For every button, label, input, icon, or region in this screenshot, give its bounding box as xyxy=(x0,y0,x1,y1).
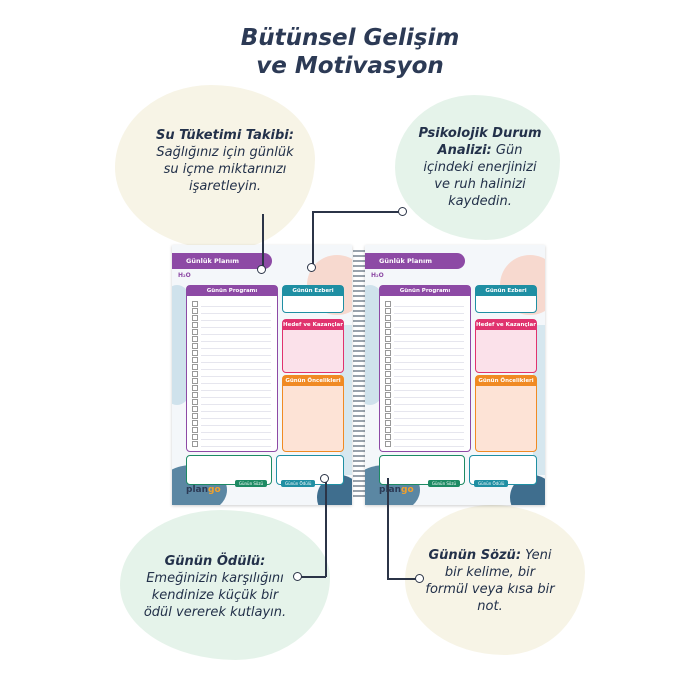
reward-box[interactable]: Günün Ödülü xyxy=(276,455,344,487)
connector-dot xyxy=(320,474,329,483)
connector-dot xyxy=(415,574,424,583)
quote-box[interactable]: Günün Sözü xyxy=(186,455,272,487)
connector-dot xyxy=(307,263,316,272)
green-blob xyxy=(120,510,330,660)
connector-dot xyxy=(257,265,266,274)
priorities-box[interactable]: Günün Öncelikleri xyxy=(475,375,537,452)
cream-blob xyxy=(115,85,315,250)
program-box[interactable]: Günün Programı xyxy=(379,285,471,452)
green-blob xyxy=(395,95,560,240)
planner-header: Günlük Planım xyxy=(365,253,465,269)
goals-box[interactable]: Hedef ve Kazançlar xyxy=(475,319,537,373)
connector-line xyxy=(300,576,326,578)
memorize-box[interactable]: Günün Ezberi xyxy=(475,285,537,313)
callout-water: Su Tüketimi Takibi: Sağlığınız için günl… xyxy=(156,128,294,194)
planner-page-right: Günlük Planım H₂O Günün Programı Günün E… xyxy=(365,245,545,505)
callout-reward: Günün Ödülü: Emeğinizin karşılığını kend… xyxy=(143,554,287,620)
connector-line xyxy=(312,211,314,269)
connector-line xyxy=(325,480,327,577)
spiral-binding xyxy=(353,250,365,500)
plango-logo: plango xyxy=(186,485,221,495)
planner-page-left: Günlük Planım H₂O Günün Programı Günün E… xyxy=(172,245,352,505)
reward-box[interactable]: Günün Ödülü xyxy=(469,455,537,487)
connector-dot xyxy=(398,207,407,216)
water-tracker[interactable]: H₂O xyxy=(371,272,384,279)
program-box[interactable]: Günün Programı xyxy=(186,285,278,452)
plango-logo: plango xyxy=(379,485,414,495)
cream-blob xyxy=(405,505,585,655)
quote-box[interactable]: Günün Sözü xyxy=(379,455,465,487)
goals-box[interactable]: Hedef ve Kazançlar xyxy=(282,319,344,373)
callout-quote: Günün Sözü: Yeni bir kelime, bir formül … xyxy=(425,548,555,614)
memorize-box[interactable]: Günün Ezberi xyxy=(282,285,344,313)
planner-header: Günlük Planım xyxy=(172,253,272,269)
connector-line xyxy=(262,214,264,272)
connector-line xyxy=(312,211,400,213)
priorities-box[interactable]: Günün Öncelikleri xyxy=(282,375,344,452)
connector-dot xyxy=(293,572,302,581)
callout-mood: Psikolojik Durum Analizi: Gün içindeki e… xyxy=(418,126,542,209)
connector-line xyxy=(387,478,389,579)
water-tracker[interactable]: H₂O xyxy=(178,272,191,279)
connector-line xyxy=(387,578,417,580)
